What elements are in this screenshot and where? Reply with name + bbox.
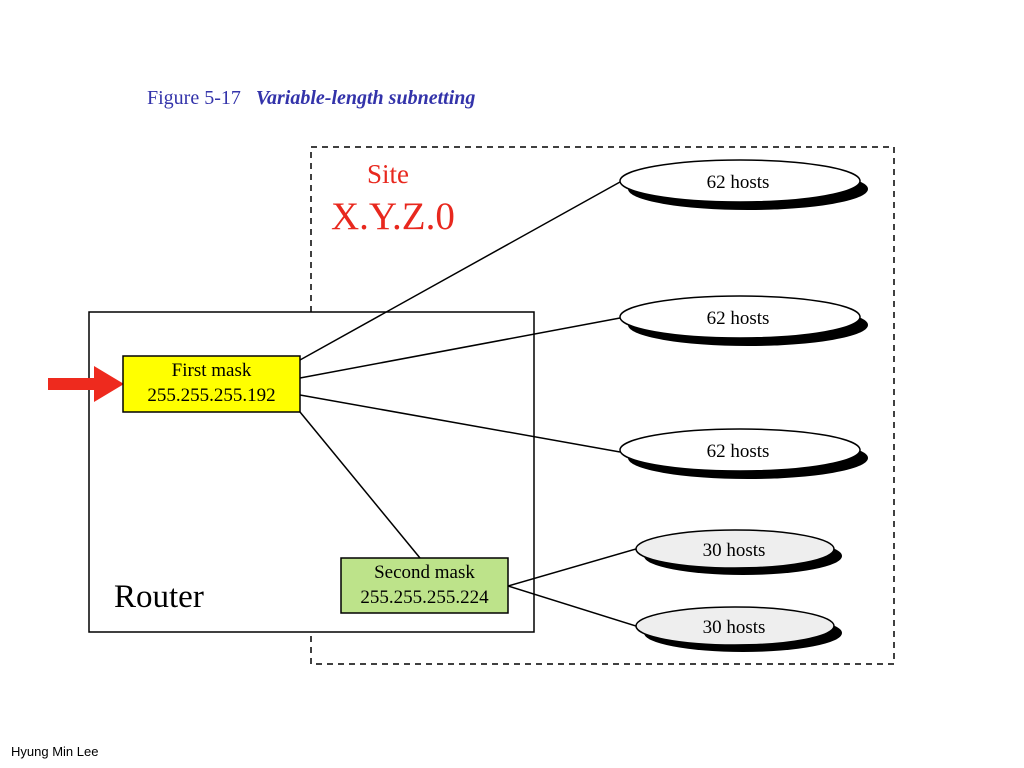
subnet-ellipse xyxy=(635,606,835,646)
subnet-4: 30 hosts xyxy=(635,529,842,575)
figure-caption: Figure 5-17 Variable-length subnetting xyxy=(147,87,475,109)
subnet-label: 30 hosts xyxy=(703,617,766,638)
site-label: Site xyxy=(367,159,409,189)
link-first-mask-subnet-1 xyxy=(299,181,621,361)
subnet-2: 62 hosts xyxy=(619,295,868,346)
subnet-ellipse xyxy=(619,159,861,203)
link-first-mask-subnet-3 xyxy=(299,394,621,453)
subnet-5: 30 hosts xyxy=(635,606,842,652)
subnet-label: 62 hosts xyxy=(707,308,770,329)
subnet-1: 62 hosts xyxy=(619,159,868,210)
figure-title: Variable-length subnetting xyxy=(256,87,476,109)
link-first-mask-subnet-2 xyxy=(299,317,621,379)
subnet-3: 62 hosts xyxy=(619,428,868,479)
first-mask-box xyxy=(122,355,301,413)
footer-author: Hyung Min Lee xyxy=(11,744,98,759)
subnet-label: 62 hosts xyxy=(707,441,770,462)
link-second-mask-subnet-4 xyxy=(507,548,637,587)
subnet-label: 30 hosts xyxy=(703,540,766,561)
subnet-ellipse xyxy=(635,529,835,569)
subnet-ellipse xyxy=(619,295,861,339)
input-arrow-icon xyxy=(48,366,124,402)
router-label: Router xyxy=(114,579,204,615)
second-mask-box xyxy=(340,557,509,614)
subnet-ellipse xyxy=(619,428,861,472)
site-address: X.Y.Z.0 xyxy=(331,195,455,238)
first-mask-label: First mask xyxy=(172,360,252,381)
second-mask-label: Second mask xyxy=(374,562,475,583)
subnet-label: 62 hosts xyxy=(707,172,770,193)
first-mask-value: 255.255.255.192 xyxy=(147,385,275,406)
link-first-to-second-mask xyxy=(299,411,421,559)
link-second-mask-subnet-5 xyxy=(507,585,637,627)
connections xyxy=(299,181,637,627)
second-mask-value: 255.255.255.224 xyxy=(360,587,489,608)
figure-number: Figure 5-17 xyxy=(147,87,241,109)
